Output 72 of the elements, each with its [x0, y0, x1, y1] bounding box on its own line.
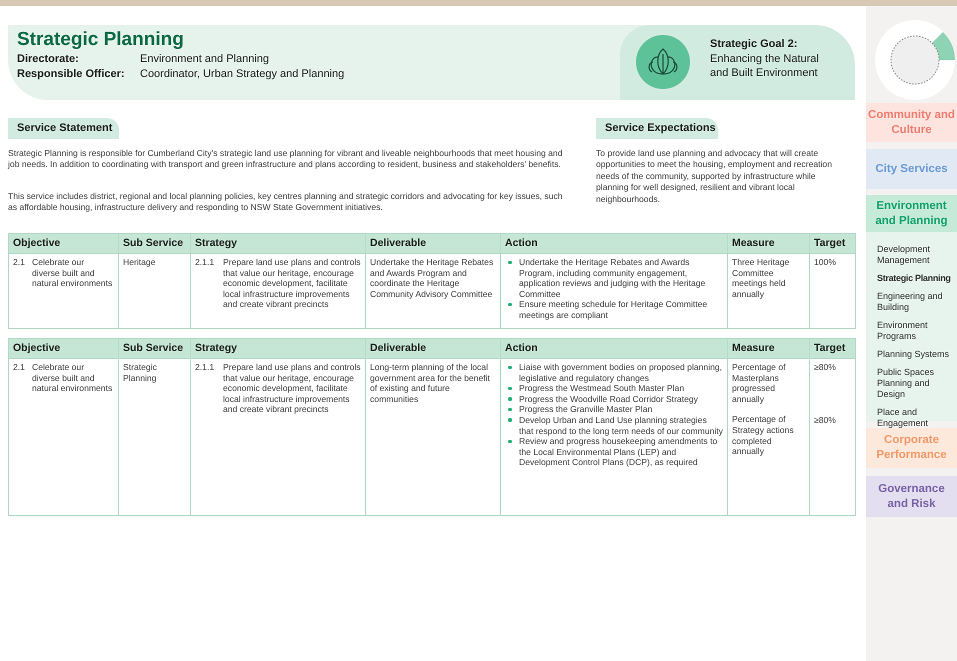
section-heading: Service Expectations: [605, 122, 716, 134]
action-item: Ensure meeting schedule for Heritage Committee meetings are compliant: [505, 299, 723, 321]
objective-text: Celebrate our diverse built and natural environments: [32, 257, 114, 289]
submenu-item: Environment Programs: [877, 320, 929, 342]
column-header: Strategy: [190, 338, 366, 358]
sub-service-text: Heritage: [123, 257, 156, 268]
measure-text: Percentage of Masterplans progressed annually: [732, 362, 787, 404]
deliverable-text: Long-term planning of the local government area for the benefit of existing and future communities: [370, 362, 491, 404]
column-header: Deliverable: [366, 234, 500, 254]
field-label: Directorate:: [17, 53, 79, 65]
nav-tab-label: Community and Culture: [867, 108, 956, 138]
action-item: Progress the Woodville Road Corridor Strategy: [505, 394, 723, 404]
column-header: Action: [500, 234, 728, 254]
action-item: Progress the Granville Master Plan: [505, 404, 723, 415]
field-value: Environment and Planning: [140, 53, 270, 65]
objective-number: 2.1: [13, 362, 26, 374]
strategy-text: Prepare land use plans and controls that value our heritage, encourage economic development, facilitate local infrastructure improvements and create vibrant precincts: [223, 257, 361, 310]
column-header: Objective: [8, 234, 118, 254]
goal-heading: Strategic Goal 2:: [710, 37, 798, 51]
page-title: Strategic Planning: [17, 29, 184, 51]
objective-text: Celebrate our diverse built and natural environments: [32, 362, 114, 394]
submenu-item: Strategic Planning: [877, 273, 952, 284]
action-item: Review and progress housekeeping amendments to the Local Environmental Plans (LEP) and Development Control Plans (DCP), as required: [505, 436, 723, 468]
nav-tab-label: Environment and Planning: [874, 198, 949, 228]
strategy-number: 2.1.1: [195, 362, 216, 374]
nav-tab: [866, 476, 957, 517]
section-tab: [596, 118, 718, 139]
target-text: ≥80%: [814, 414, 837, 426]
column-header: Deliverable: [366, 338, 500, 358]
deliverable-text: Undertake the Heritage Rebates and Awards Program and coordinate the Heritage Community Advisory Committee: [370, 257, 494, 300]
measure-text: Percentage of Strategy actions completed annually: [732, 414, 795, 457]
nav-tab: [866, 428, 957, 468]
nav-tab-label: City Services: [874, 162, 949, 176]
section-heading: Service Statement: [17, 122, 112, 134]
submenu-item: Public Spaces Planning and Design: [877, 367, 936, 400]
nav-tab: [866, 149, 957, 189]
strategic-goal-panel: [620, 25, 855, 100]
service-statement-text: This service includes district, regional and local planning policies, key centres planning and strategic corridors and advocating for key issues, such as affordable housing, infrastructure delivery and responding to NSW State Government initiatives.: [8, 191, 564, 214]
objective-number: 2.1: [13, 257, 26, 269]
column-header: Measure: [728, 338, 810, 358]
column-header: Target: [810, 234, 856, 254]
submenu-item: Planning Systems: [877, 349, 950, 360]
submenu-item: Place and Engagement: [877, 407, 930, 429]
column-header: Action: [500, 338, 728, 358]
submenu-item: Development Management: [877, 244, 932, 266]
nav-tab-label: Governance and Risk: [877, 482, 946, 512]
action-item: Develop Urban and Land Use planning strategies that respond to the long term needs of our community: [505, 414, 723, 436]
action-item: Liaise with government bodies on proposed planning, legislative and regulatory changes: [505, 362, 723, 384]
target-text: ≥80%: [814, 362, 837, 373]
service-expectations-text: To provide land use planning and advocacy that will create opportunities to meet the housing, employment and recreation needs of the community, supported by infrastructure while planning for well designed, resilient and vibrant local neighbourhoods.: [596, 148, 833, 206]
service-statement-text: Strategic Planning is responsible for Cumberland City’s strategic land use planning for vibrant and liveable neighbourhoods that meet housing and job needs. In addition to coordinating with transport and green infrastructure and plans according to resident, business and stakeholders’ benefits.: [8, 148, 564, 171]
strategy-number: 2.1.1: [195, 257, 216, 269]
nav-tab-label: Corporate Performance: [875, 433, 948, 463]
sub-service-text: Strategic Planning: [123, 362, 158, 384]
column-header: Sub Service: [118, 338, 190, 358]
strategy-text: Prepare land use plans and controls that value our heritage, encourage economic development, facilitate local infrastructure improvements and create vibrant precincts: [223, 362, 361, 415]
column-header: Target: [810, 338, 856, 358]
column-header: Measure: [728, 234, 810, 254]
action-item: Progress the Westmead South Master Plan: [505, 383, 723, 394]
column-header: Sub Service: [118, 234, 190, 254]
measure-text: Three Heritage Committee meetings held annually: [732, 257, 790, 300]
goal-description: Enhancing the Natural and Built Environment: [710, 52, 820, 80]
field-value: Coordinator, Urban Strategy and Planning: [140, 68, 344, 80]
column-header: Strategy: [190, 234, 366, 254]
header-panel: [8, 25, 855, 100]
target-text: 100%: [814, 257, 837, 268]
nav-tab: [866, 195, 957, 232]
column-header: Objective: [8, 338, 118, 358]
submenu-item: Engineering and Building: [877, 291, 944, 313]
field-label: Responsible Officer:: [17, 68, 125, 80]
action-item: Undertake the Heritage Rebates and Awards Program, including community engagement, application reviews and judging with the Heritage Committee: [505, 257, 723, 300]
section-tab: [8, 118, 119, 139]
